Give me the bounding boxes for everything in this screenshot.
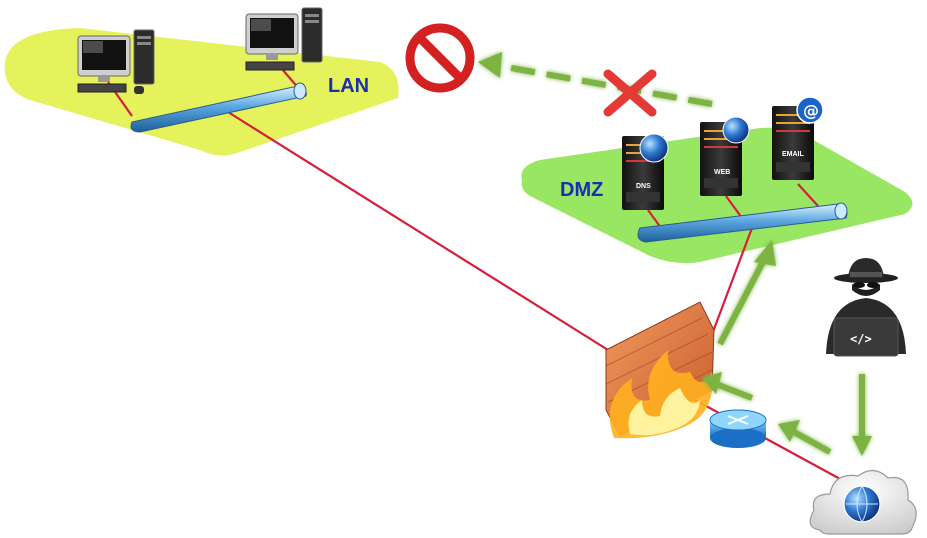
- desktop-computer-icon: [77, 29, 155, 94]
- blocked-traffic-arrow: [478, 52, 713, 107]
- email-server: EMAIL @: [772, 96, 824, 180]
- desktop-computer-icon: [245, 7, 323, 71]
- svg-text:@: @: [803, 101, 819, 120]
- lan-label: LAN: [328, 75, 369, 97]
- firewall-to-dmz-cable: [706, 227, 754, 346]
- dmz-backbone-pipe: [637, 202, 848, 243]
- web-cable: [725, 195, 743, 219]
- lan-to-firewall-cable: [227, 111, 641, 371]
- globe-icon: [639, 133, 669, 163]
- hacker-laptop-code: </>: [850, 332, 872, 346]
- router-icon: [709, 409, 767, 448]
- firewall-icon: [605, 301, 715, 439]
- no-entry-icon: [405, 23, 475, 93]
- dmz-label: DMZ: [560, 179, 603, 201]
- dns-server-label: DNS: [636, 183, 651, 190]
- web-server: WEB: [700, 116, 750, 196]
- lan-backbone-pipe: [130, 82, 307, 133]
- dns-server: DNS: [622, 133, 669, 210]
- hacker-icon: </>: [826, 258, 906, 357]
- red-x-icon: [603, 69, 657, 117]
- email-cable: [797, 183, 819, 207]
- web-server-label: WEB: [714, 169, 730, 176]
- globe-icon: [722, 116, 750, 144]
- internet-cloud-icon: [809, 469, 917, 535]
- allowed-traffic-arrows: [702, 240, 872, 456]
- at-sign-icon: [796, 96, 824, 124]
- email-server-label: EMAIL: [782, 151, 805, 158]
- lan-zone: LAN: [4, 28, 399, 156]
